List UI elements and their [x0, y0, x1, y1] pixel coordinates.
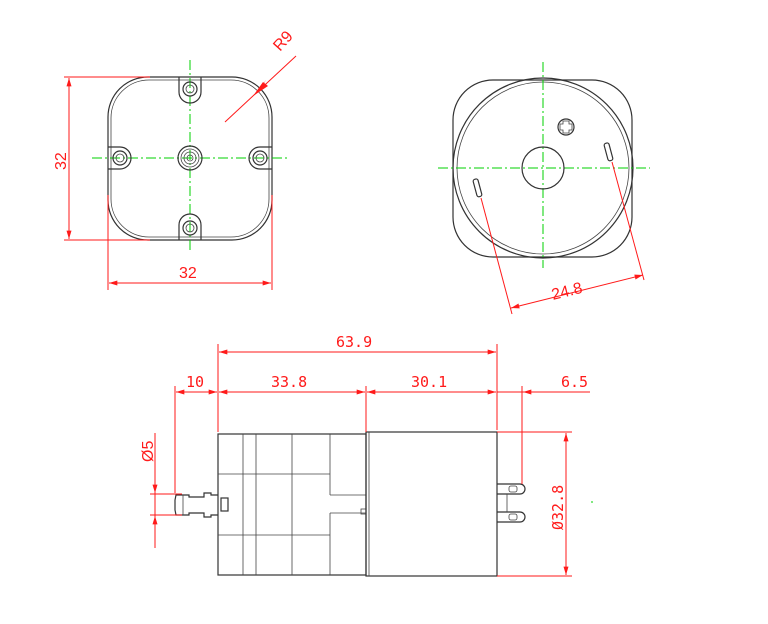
terminal-spacing-dimension-line [510, 274, 644, 309]
outlet-boss-icon [177, 145, 203, 171]
terminal-slot [603, 142, 614, 162]
front-view: 32 32 R9 [53, 28, 297, 290]
nozzle-diameter-label: Ø5 [140, 441, 157, 462]
vent-screw-icon [557, 118, 575, 136]
screw-icon [178, 213, 202, 240]
motor-body [365, 431, 498, 577]
motor-length-label: 30.1 [411, 373, 447, 391]
side-view: 63.9 10 33.8 30.1 6.5 Ø5 Ø32.8 [140, 333, 593, 577]
terminal-length-label: 6.5 [561, 373, 588, 391]
inlet-nozzle [174, 492, 229, 518]
radius-label: R9 [270, 28, 296, 55]
width-dimension-label: 32 [179, 265, 197, 282]
terminal-slot [472, 178, 483, 198]
overall-length-label: 63.9 [336, 333, 372, 351]
electrical-terminals [497, 483, 526, 523]
height-dimension-label: 32 [53, 152, 70, 170]
motor-diameter-label: Ø32.8 [549, 485, 567, 530]
terminal-spacing-label: 24.8 [550, 280, 584, 304]
screw-icon [178, 77, 202, 104]
nozzle-length-label: 10 [186, 373, 204, 391]
shaft-bushing [521, 146, 565, 190]
screw-icon [108, 146, 132, 170]
pump-head-body [217, 433, 367, 576]
pump-head-length-label: 33.8 [271, 373, 307, 391]
screw-icon [248, 146, 272, 170]
rear-view: 24.8 [438, 62, 650, 315]
